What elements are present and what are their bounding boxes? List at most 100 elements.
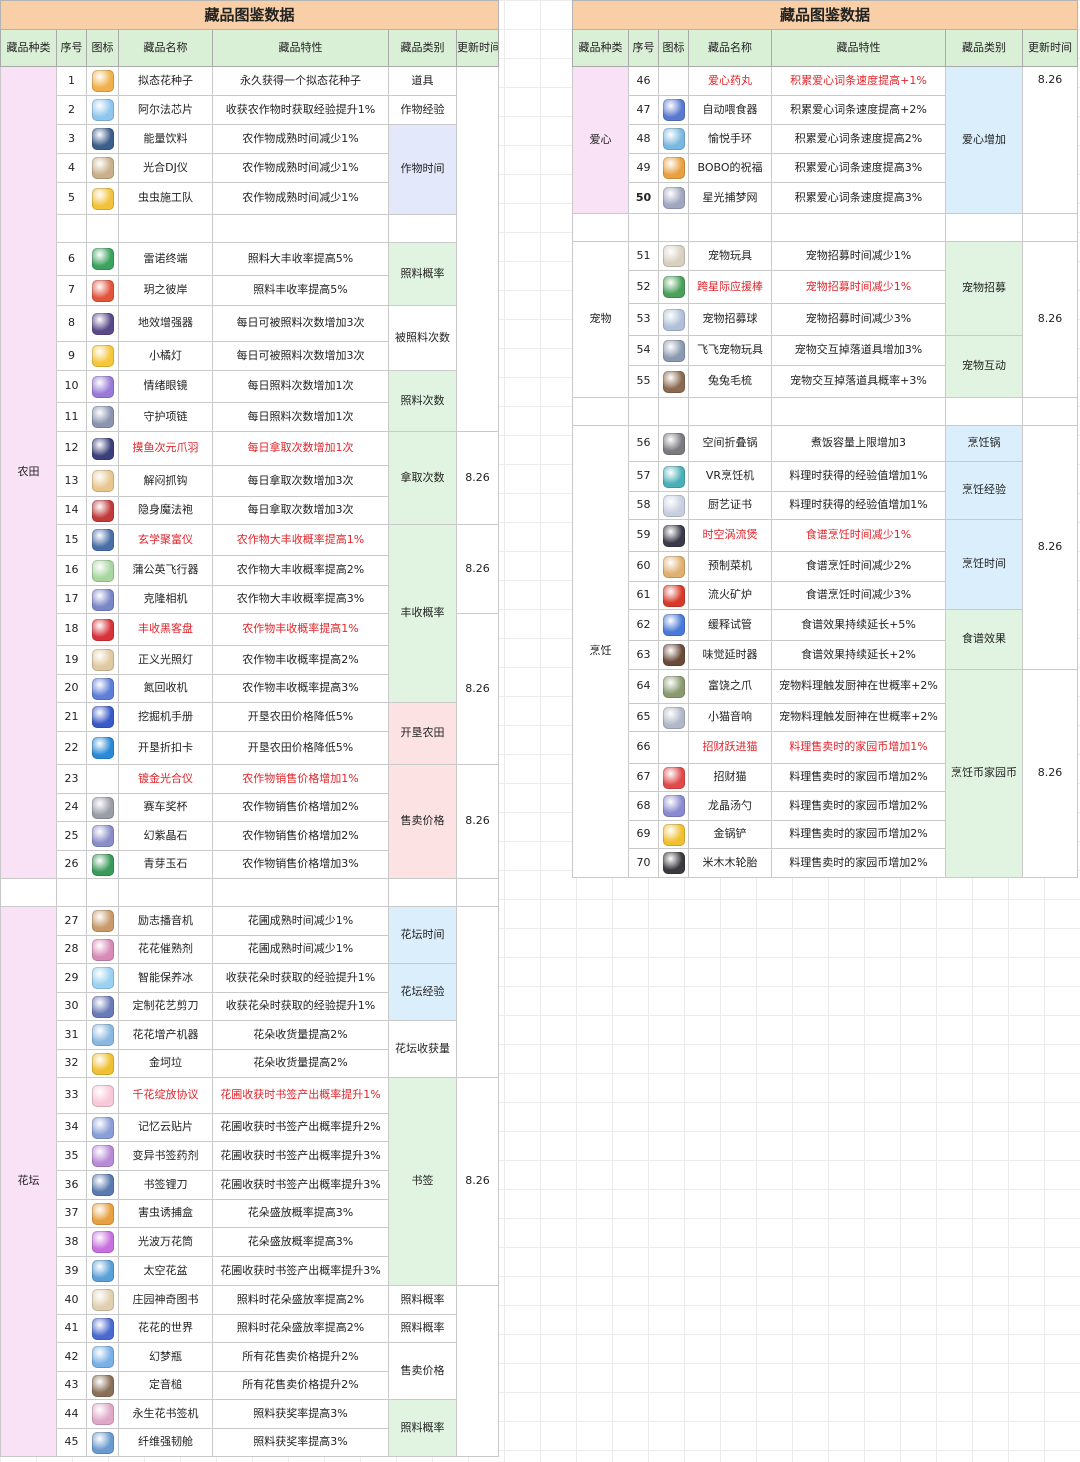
left-category-cell: 花坛收获量 <box>388 1020 457 1078</box>
left-item-index: 24 <box>56 793 87 822</box>
right-item-index: 51 <box>628 241 659 271</box>
right-empty-cell <box>658 397 689 426</box>
right-header-name: 藏品名称 <box>688 29 772 67</box>
necklace-icon <box>91 406 114 428</box>
left-item-name: 害虫诱捕盒 <box>118 1199 213 1228</box>
right-item-trait: 宠物交互掉落道具增加3% <box>771 335 946 366</box>
right-empty-cell <box>688 213 772 242</box>
right-item-icon-cell <box>658 241 689 271</box>
right-empty-cell <box>658 213 689 242</box>
left-item-name: 花花催熟剂 <box>118 935 213 964</box>
left-item-icon-cell <box>86 935 119 964</box>
left-item-index: 6 <box>56 242 87 276</box>
right-item-index: 66 <box>628 731 659 764</box>
left-item-name: 丰收黑客盘 <box>118 613 213 646</box>
right-item-icon-cell <box>658 365 689 398</box>
left-item-name: 金坷垃 <box>118 1049 213 1078</box>
right-item-name: 兔兔毛梳 <box>688 365 772 398</box>
left-empty-cell <box>86 878 119 907</box>
right-item-name: 预制菜机 <box>688 551 772 582</box>
left-item-trait: 花朵盛放概率提高3% <box>212 1227 389 1257</box>
right-item-index: 67 <box>628 763 659 792</box>
right-category-cell <box>945 397 1023 426</box>
left-header-species: 藏品种类 <box>0 29 57 67</box>
blessing-icon <box>662 157 685 179</box>
right-item-name: 空间折叠锅 <box>688 425 772 462</box>
left-item-name: 解闷抓钩 <box>118 465 213 497</box>
left-item-trait: 照料获奖率提高3% <box>212 1428 389 1457</box>
left-item-icon-cell <box>86 341 119 371</box>
right-item-icon-cell <box>658 95 689 125</box>
left-item-index: 32 <box>56 1049 87 1078</box>
right-empty-cell <box>688 397 772 426</box>
left-item-index: 17 <box>56 585 87 614</box>
right-item-index: 48 <box>628 124 659 154</box>
machine-icon <box>91 1024 114 1046</box>
right-category-cell: 烹饪币家园币 <box>945 669 1023 878</box>
right-item-name: 米木木轮胎 <box>688 848 772 878</box>
right-update-time-cell: 8.26 <box>1021 66 1079 214</box>
right-item-trait: 宠物交互掉落道具概率+3% <box>771 365 946 398</box>
ball-icon <box>662 308 685 331</box>
left-item-index: 28 <box>56 935 87 964</box>
left-item-trait: 农作物大丰收概率提高2% <box>212 555 389 586</box>
right-item-name: 自动喂食器 <box>688 95 772 125</box>
left-item-name: 赛车奖杯 <box>118 793 213 822</box>
energy-drink-icon <box>91 128 114 150</box>
left-item-trait: 照料时花朵盛放率提高2% <box>212 1314 389 1343</box>
left-item-icon-cell <box>86 1314 119 1343</box>
left-empty-cell <box>56 878 87 907</box>
left-item-name: 蒲公英飞行器 <box>118 555 213 586</box>
right-item-trait: 料理时获得的经验值增加1% <box>771 461 946 492</box>
right-species-cell: 烹饪 <box>572 425 629 878</box>
left-item-icon-cell <box>86 1141 119 1171</box>
left-item-trait: 每日拿取次数增加3次 <box>212 465 389 497</box>
left-item-trait: 开垦农田价格降低5% <box>212 702 389 732</box>
left-species-cell <box>0 878 57 907</box>
left-spacer-row <box>0 878 500 907</box>
trap-box-icon <box>91 1202 114 1225</box>
right-update-time-cell: 8.26 <box>1021 425 1079 670</box>
left-item-trait: 收获花朵时获取的经验提升1% <box>212 992 389 1021</box>
pan-icon <box>662 432 685 455</box>
right-spacer-row <box>572 213 1079 242</box>
jade-icon <box>91 853 114 876</box>
right-item-name: 流火矿炉 <box>688 581 772 610</box>
right-item-name: 金锅铲 <box>688 820 772 849</box>
right-item-index: 53 <box>628 303 659 336</box>
left-item-icon-cell <box>86 465 119 497</box>
right-category-cell: 爱心增加 <box>945 66 1023 214</box>
right-item-index: 63 <box>628 640 659 670</box>
left-item-trait: 每日拿取次数增加3次 <box>212 496 389 525</box>
left-item-index: 18 <box>56 613 87 646</box>
glasses-icon <box>91 375 114 398</box>
left-item-trait: 农作物丰收概率提高1% <box>212 613 389 646</box>
dandelion-icon <box>91 559 114 582</box>
left-item-trait: 每日照料次数增加1次 <box>212 370 389 403</box>
left-item-name: 幻紫晶石 <box>118 821 213 851</box>
right-item-index: 49 <box>628 153 659 183</box>
left-item-name: 镀金光合仪 <box>118 764 213 794</box>
left-item-trait: 收获农作物时获取经验提升1% <box>212 95 389 125</box>
left-item-icon-cell <box>86 153 119 183</box>
certificate-icon <box>662 494 685 517</box>
left-item-index: 5 <box>56 182 87 215</box>
left-item-index: 12 <box>56 431 87 466</box>
left-item-trait: 每日拿取次数增加1次 <box>212 431 389 466</box>
